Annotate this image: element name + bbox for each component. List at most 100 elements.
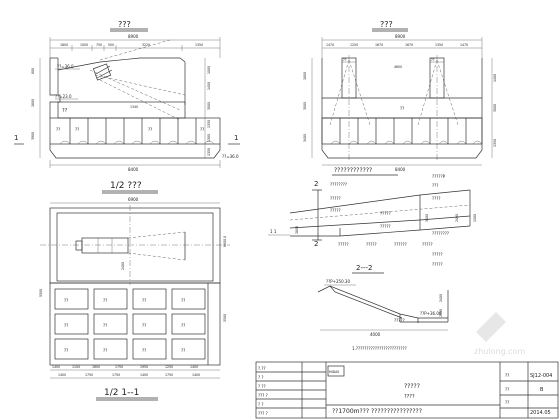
plan-cell-label-9: ??: [64, 348, 68, 353]
profile-mark-b: 2: [314, 240, 318, 248]
title-block-drawing-no: SJ12-004: [530, 373, 552, 379]
side-gate-label-3: ??: [431, 58, 435, 62]
section22-label: ?????: [394, 318, 405, 323]
title-block-col-3: ??: [505, 400, 509, 405]
side-dim-5: 1350: [435, 43, 443, 47]
title-block-row-2: ? ?: [258, 375, 264, 380]
plan-bdim2-3: 1750: [112, 373, 120, 377]
front-gate-label-4: ??: [200, 127, 204, 132]
plan-bdim-3: 1600: [92, 365, 100, 369]
profile-elev: 1 1: [270, 229, 277, 234]
profile-label-4: ?????: [380, 211, 391, 216]
plan-cell-label-10: ??: [103, 348, 107, 353]
front-dim-6: 1350: [195, 43, 203, 47]
section22-dim-bottom: 4000: [370, 332, 381, 337]
plan-cell-label-11: ??: [142, 348, 146, 353]
side-piers: [330, 118, 483, 145]
profile-view: ???????????? 2 2 1 1 ???????? ????? ????…: [268, 167, 477, 267]
side-overall-width-bottom: 8400: [395, 167, 406, 172]
title-block-rev: B: [540, 387, 544, 393]
half-plan-title: 1/2 ???: [110, 181, 142, 191]
profile-label-9: ?????: [422, 242, 433, 247]
plan-cell-label-6: ??: [103, 323, 107, 328]
profile-right-label-5: ?????: [432, 252, 443, 257]
title-block-row-5: ? ?: [258, 402, 264, 407]
profile-dim-2: 3400: [425, 214, 429, 222]
plan-cell-label-2: ??: [103, 298, 107, 303]
front-left-dim-1: 800: [31, 68, 35, 74]
front-right-dim-3: 3000: [207, 102, 211, 110]
profile-right-label-3: ????: [432, 196, 441, 201]
front-dim-2: 1000: [80, 43, 88, 47]
profile-dim-3: 2400: [455, 214, 459, 222]
profile-label-7: ?????: [366, 242, 377, 247]
front-elevation-view: ??? 8900 1800 1000 750 500 3220 1350: [14, 20, 240, 172]
section22-elev-top: ??P+250.30: [326, 279, 350, 284]
front-gate-label-1: ??: [56, 127, 60, 132]
profile-dim-4: 1500: [473, 214, 477, 222]
plan-bdim-1: 1400: [52, 365, 60, 369]
plan-bdim2-4: 1400: [140, 373, 148, 377]
front-dim-5: 3220: [142, 43, 150, 47]
profile-mark-a: 2: [314, 180, 318, 188]
front-overall-width-bottom: 8400: [128, 167, 139, 172]
side-dim-3: 1670: [375, 43, 383, 47]
plan-bdim2-2: 1750: [85, 373, 93, 377]
watermark: zhulong.com: [474, 312, 525, 356]
plan-bdim2-5: 1750: [165, 373, 173, 377]
title-block-col-1: ??: [505, 373, 509, 378]
plan-cell-label-12: ??: [181, 348, 185, 353]
front-piers: [59, 118, 215, 145]
front-right-dim-5: 1300: [207, 134, 211, 142]
section22-note: 1.????????????????????????: [352, 346, 407, 351]
side-gate-label-1: ??: [343, 58, 347, 62]
side-pier-label: ??: [400, 106, 404, 111]
side-left-dim-3: 3400: [303, 134, 307, 142]
front-gate-label-3: ??: [148, 127, 152, 132]
front-right-dim-1: 1000: [207, 66, 211, 74]
side-dim-1: 1470: [326, 43, 334, 47]
side-dim-4: 1670: [405, 43, 413, 47]
title-block-col-2: ??: [505, 387, 509, 392]
side-elevation-title: ???: [380, 20, 393, 29]
title-block-logo: MIDAS: [329, 370, 339, 374]
plan-right-dim-2: 5500: [223, 314, 227, 322]
title-block-row-4: ??? ?: [258, 393, 268, 398]
section-22-title: 2---2: [356, 264, 373, 272]
plan-cell-label-3: ??: [142, 298, 146, 303]
profile-label-8: ??????: [394, 242, 407, 247]
half-plan-view: 1/2 ??? 6900 2400 8800.0 5500 5500: [39, 181, 230, 401]
front-elev-mid: ??=23.0: [55, 94, 72, 99]
plan-bdim-7: 1400: [190, 365, 198, 369]
plan-bdim-2: 1100: [72, 365, 80, 369]
side-right-dim-2: 3000: [493, 104, 497, 112]
section-2-2-view: 2---2 ??P+250.30 ??P+36.00 ????? 2400 25…: [317, 264, 449, 351]
section22-elev-bot: ??P+36.00: [420, 311, 442, 316]
title-block-main-title: ??1700m??? ????????????????: [332, 408, 422, 415]
section22-dim-1: 2400: [439, 294, 443, 302]
side-dim-2: 1250: [350, 43, 358, 47]
front-elevation-title: ???: [118, 20, 131, 29]
front-dim-3: 750: [96, 43, 102, 47]
side-left-dim-2: 3000: [303, 102, 307, 110]
profile-right-label-2: ???: [432, 183, 438, 188]
plan-cell-label-4: ??: [181, 298, 185, 303]
plan-cell-label-7: ??: [142, 323, 146, 328]
front-elev-bottom: ??=36.0: [222, 154, 239, 159]
title-block-title-1: ?????: [404, 383, 420, 390]
title-block-title-2: ????: [404, 394, 415, 400]
profile-title: ????????????: [334, 167, 372, 174]
plan-mid-dim: 2400: [121, 262, 125, 270]
title-block: MIDAS ?.?? ? ? ? ?? ??? ? ? ? ??? ? ????…: [255, 361, 559, 419]
side-gate-label-2: 4600: [394, 65, 402, 69]
profile-label-3: ?????: [330, 208, 341, 213]
watermark-text: zhulong.com: [474, 347, 525, 356]
front-left-dim-2: 1800: [31, 99, 35, 107]
plan-cell-label-8: ??: [181, 323, 185, 328]
front-right-dim-4: 1350: [207, 120, 211, 128]
title-block-row-6: ??? ?: [258, 411, 268, 416]
front-gate-label-2: ??: [75, 127, 79, 132]
front-dim-1: 1800: [60, 43, 68, 47]
side-overall-width: 8900: [395, 34, 406, 39]
profile-label-6: ?????: [338, 242, 349, 247]
